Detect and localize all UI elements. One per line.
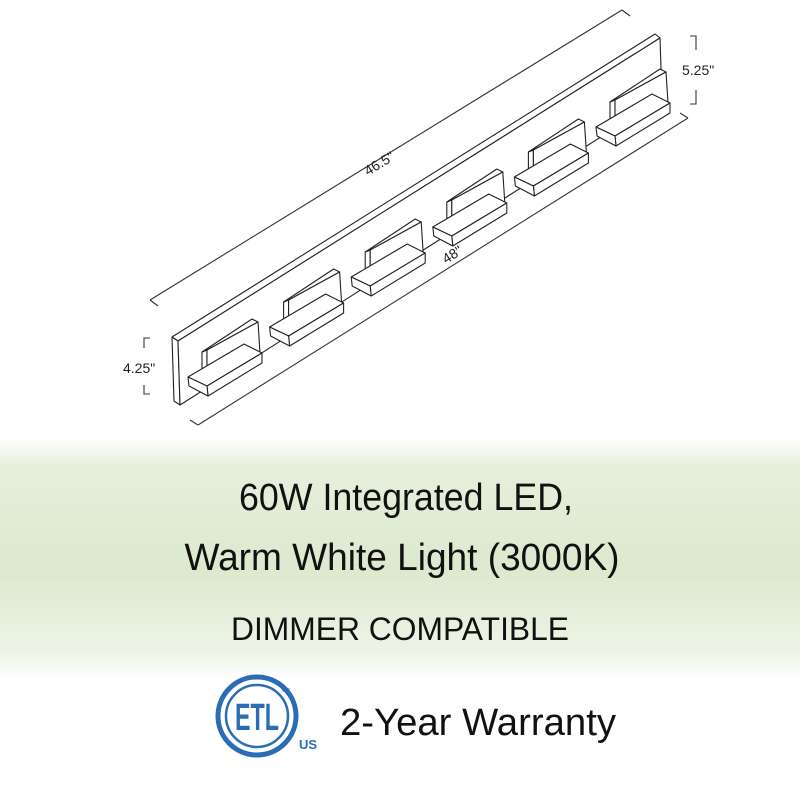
light-module-shelf-side — [350, 276, 372, 297]
feature-band-background — [0, 438, 800, 678]
dimension-label-left-height: 4.25" — [123, 360, 155, 376]
dimension-line-overall — [189, 112, 689, 426]
light-module-shelf-side — [595, 126, 617, 147]
light-module-shelf-side — [513, 176, 535, 197]
dimension-bracket-right — [690, 35, 697, 105]
dimension-bracket-left — [143, 337, 150, 395]
dimension-label-backplate: 46.5" — [361, 148, 397, 178]
light-module — [350, 218, 426, 297]
light-modules — [187, 68, 671, 397]
feature-line-color-temp: Warm White Light (3000K) — [185, 537, 620, 579]
etl-logo-mark: CM — [282, 688, 290, 694]
feature-line-dimmer: DIMMER COMPATIBLE — [231, 611, 569, 647]
etl-logo-region: US — [299, 737, 317, 752]
light-module — [187, 318, 263, 397]
dimension-line-backplate — [149, 9, 631, 307]
etl-logo-text: ETL — [235, 697, 279, 739]
light-module-shelf-side — [432, 226, 454, 247]
light-module — [595, 68, 671, 147]
light-module — [432, 168, 508, 247]
light-module — [269, 268, 345, 347]
etl-logo: ETL CM US — [215, 674, 317, 758]
light-module-shelf-side — [187, 376, 209, 397]
light-module-shelf-side — [269, 326, 291, 347]
light-module — [513, 118, 589, 197]
feature-line-wattage: 60W Integrated LED, — [239, 477, 573, 519]
warranty-text: 2-Year Warranty — [340, 702, 616, 744]
dimension-label-right-height: 5.25" — [682, 62, 714, 78]
